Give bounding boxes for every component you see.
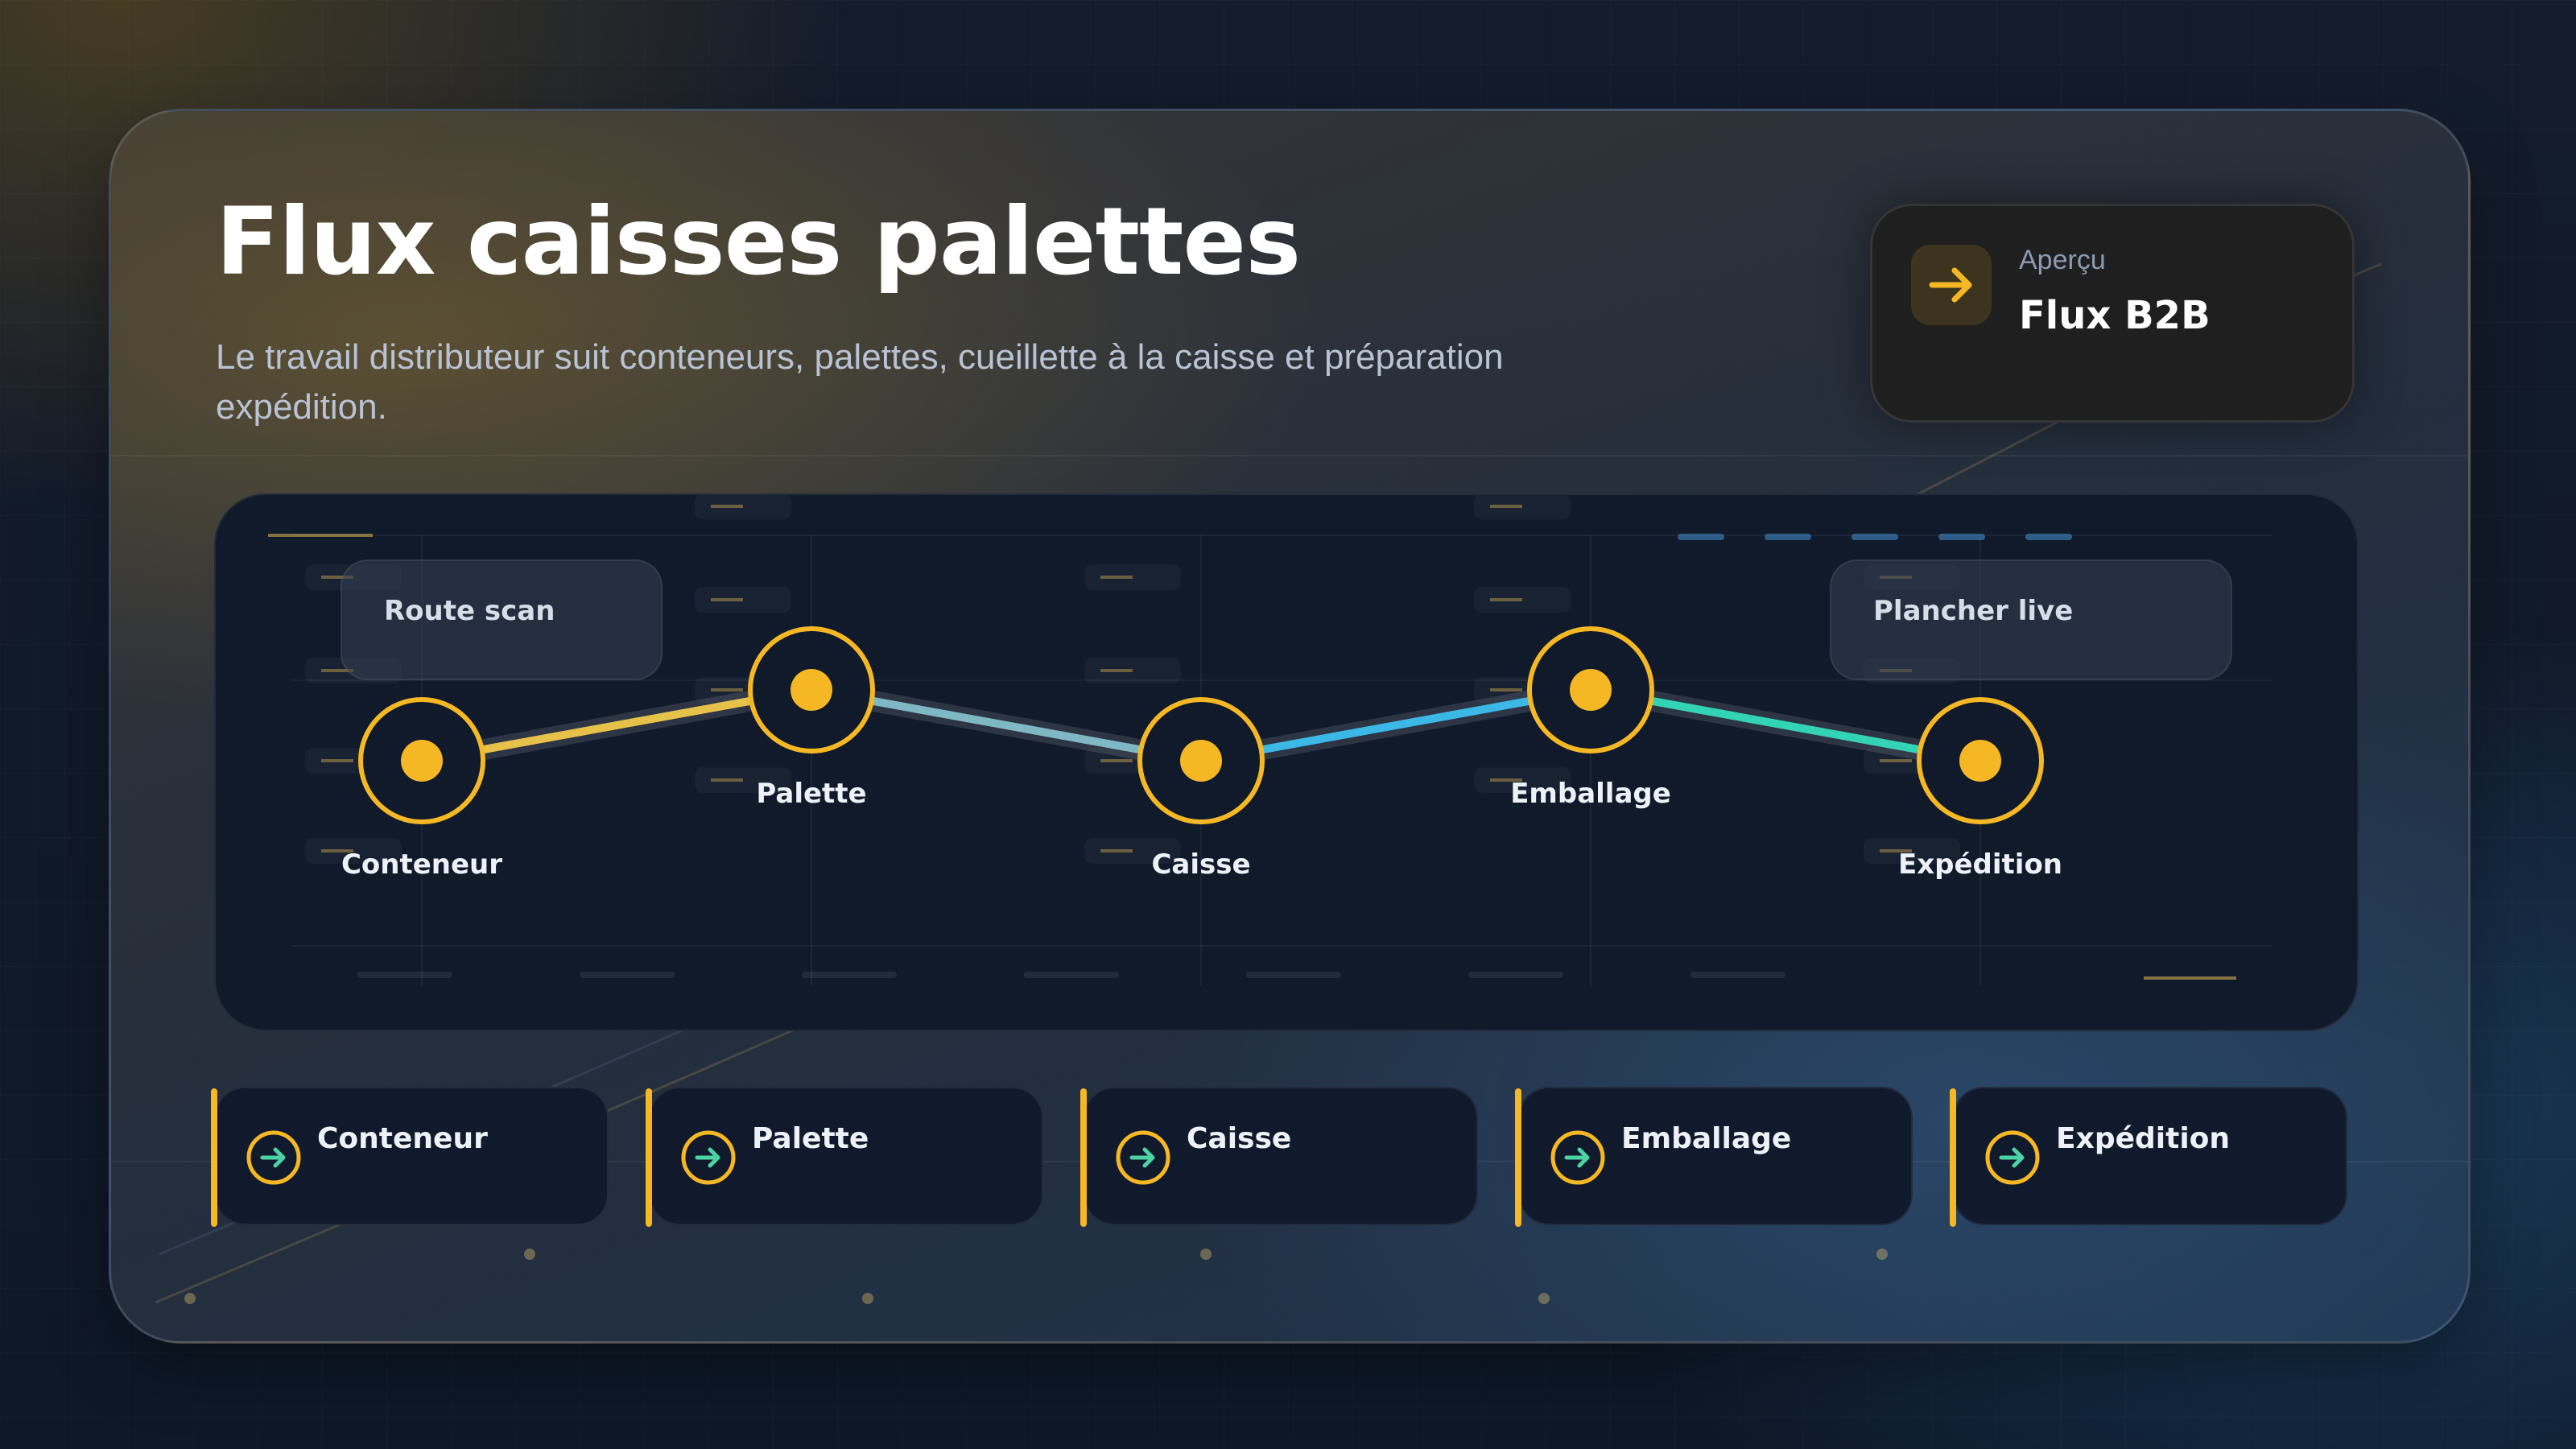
flow-link-4 — [1587, 686, 1984, 765]
flow-node-palette[interactable]: Palette — [748, 626, 875, 810]
node-dot — [401, 740, 443, 782]
step-label: Caisse — [1187, 1122, 1292, 1155]
step-label: Palette — [752, 1122, 869, 1155]
flow-node-emballage[interactable]: Emballage — [1510, 626, 1671, 810]
step-card-5[interactable]: Expédition — [1950, 1087, 2347, 1227]
node-label: Conteneur — [341, 848, 502, 881]
node-dot — [791, 669, 832, 711]
page-title: Flux caisses palettes — [216, 188, 1301, 296]
badge-route-scan: Route scan — [341, 559, 663, 680]
step-card-3[interactable]: Caisse — [1080, 1087, 1478, 1227]
node-dot — [1570, 669, 1612, 711]
overview-value: Flux B2B — [2019, 293, 2211, 338]
flow-link-2 — [807, 686, 1205, 765]
overview-label: Aperçu — [2019, 245, 2106, 275]
step-label: Expédition — [2056, 1122, 2231, 1155]
node-dot — [1959, 740, 2001, 782]
step-accent-bar — [646, 1088, 652, 1227]
node-label: Emballage — [1510, 778, 1671, 810]
flow-node-expedition[interactable]: Expédition — [1898, 697, 2062, 881]
page-subtitle: Le travail distributeur suit conteneurs,… — [216, 337, 1504, 427]
badge-plancher-live: Plancher live — [1830, 559, 2232, 680]
flow-link-3 — [1197, 686, 1595, 765]
step-accent-bar — [211, 1088, 217, 1227]
step-label: Emballage — [1621, 1122, 1792, 1155]
flow-node-conteneur[interactable]: Conteneur — [341, 697, 502, 881]
main-card: Flux caisses palettes Le travail distrib… — [109, 109, 2471, 1344]
step-accent-bar — [1515, 1088, 1521, 1227]
arrow-right-circle-icon — [245, 1129, 303, 1187]
arrow-right-circle-icon — [1984, 1129, 2041, 1187]
step-card-1[interactable]: Conteneur — [211, 1087, 609, 1227]
arrow-right-circle-icon — [1114, 1129, 1172, 1187]
node-label: Caisse — [1151, 848, 1250, 881]
node-dot — [1180, 740, 1222, 782]
node-label: Palette — [756, 778, 866, 810]
arrow-right-circle-icon — [679, 1129, 737, 1187]
step-label: Conteneur — [317, 1122, 488, 1155]
flow-link-1 — [418, 686, 815, 765]
arrow-right-icon — [1911, 245, 1992, 325]
step-accent-bar — [1080, 1088, 1087, 1227]
step-card-2[interactable]: Palette — [646, 1087, 1043, 1227]
flow-node-caisse[interactable]: Caisse — [1137, 697, 1265, 881]
overview-card[interactable]: Aperçu Flux B2B — [1870, 204, 2355, 423]
node-label: Expédition — [1898, 848, 2062, 881]
step-card-4[interactable]: Emballage — [1515, 1087, 1913, 1227]
step-list: Conteneur Palette Caisse Emballage Expéditio… — [211, 1087, 2355, 1232]
step-accent-bar — [1950, 1088, 1956, 1227]
arrow-right-circle-icon — [1549, 1129, 1607, 1187]
